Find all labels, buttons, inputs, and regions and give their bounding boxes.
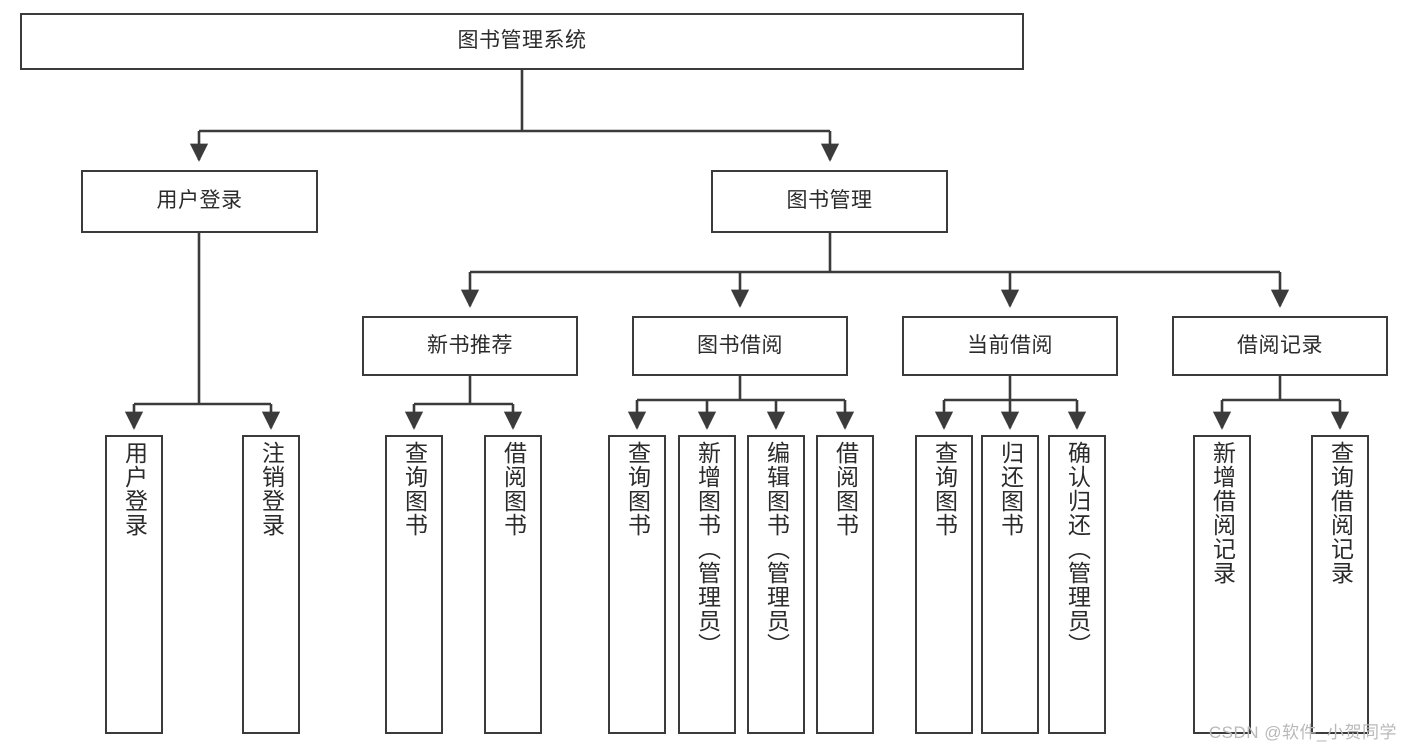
node-borrow-record[interactable]: 借阅记录 — [1172, 316, 1388, 376]
node-current-borrow[interactable]: 当前借阅 — [902, 316, 1118, 376]
node-leaf-query-book-3-label: 查询图书 — [931, 441, 958, 537]
node-new-book-rec-label: 新书推荐 — [427, 333, 513, 357]
node-book-manage-label: 图书管理 — [786, 189, 873, 213]
node-leaf-query-book-2-label: 查询图书 — [624, 441, 651, 537]
node-book-manage[interactable]: 图书管理 — [711, 170, 948, 233]
node-leaf-return-book-label: 归还图书 — [997, 441, 1024, 537]
node-current-borrow-label: 当前借阅 — [967, 333, 1053, 357]
node-leaf-add-record-label: 新增借阅记录 — [1209, 441, 1236, 585]
node-leaf-query-book-2[interactable]: 查询图书 — [608, 435, 666, 734]
node-user-login[interactable]: 用户登录 — [81, 170, 318, 233]
node-leaf-confirm-return-label: 确认归还（管理员） — [1064, 441, 1091, 657]
node-leaf-edit-book-label: 编辑图书（管理员） — [763, 441, 790, 657]
node-root-label: 图书管理系统 — [457, 29, 587, 53]
node-root[interactable]: 图书管理系统 — [20, 13, 1024, 70]
node-leaf-borrow-book-1[interactable]: 借阅图书 — [484, 435, 542, 734]
node-leaf-borrow-book-2[interactable]: 借阅图书 — [816, 435, 874, 734]
node-leaf-query-book-1[interactable]: 查询图书 — [385, 435, 443, 734]
node-leaf-logout[interactable]: 注销登录 — [242, 435, 300, 734]
node-leaf-borrow-book-1-label: 借阅图书 — [500, 441, 527, 537]
node-leaf-query-record-label: 查询借阅记录 — [1327, 441, 1354, 585]
node-leaf-logout-label: 注销登录 — [258, 441, 285, 537]
node-leaf-return-book[interactable]: 归还图书 — [981, 435, 1039, 734]
node-borrow-record-label: 借阅记录 — [1237, 333, 1323, 357]
node-leaf-query-book-1-label: 查询图书 — [401, 441, 428, 537]
node-leaf-add-book-label: 新增图书（管理员） — [694, 441, 721, 657]
node-leaf-query-book-3[interactable]: 查询图书 — [915, 435, 973, 734]
node-user-login-label: 用户登录 — [156, 189, 243, 213]
node-leaf-add-book[interactable]: 新增图书（管理员） — [678, 435, 736, 734]
node-leaf-add-record[interactable]: 新增借阅记录 — [1193, 435, 1251, 734]
node-new-book-rec[interactable]: 新书推荐 — [362, 316, 578, 376]
watermark: CSDN @软件_小贺同学 — [1208, 723, 1397, 742]
node-leaf-confirm-return[interactable]: 确认归还（管理员） — [1048, 435, 1106, 734]
node-leaf-user-login[interactable]: 用户登录 — [105, 435, 163, 734]
node-leaf-borrow-book-2-label: 借阅图书 — [832, 441, 859, 537]
node-book-borrow[interactable]: 图书借阅 — [632, 316, 848, 376]
node-book-borrow-label: 图书借阅 — [697, 333, 783, 357]
node-leaf-edit-book[interactable]: 编辑图书（管理员） — [747, 435, 805, 734]
node-leaf-query-record[interactable]: 查询借阅记录 — [1311, 435, 1369, 734]
node-leaf-user-login-label: 用户登录 — [121, 441, 148, 537]
